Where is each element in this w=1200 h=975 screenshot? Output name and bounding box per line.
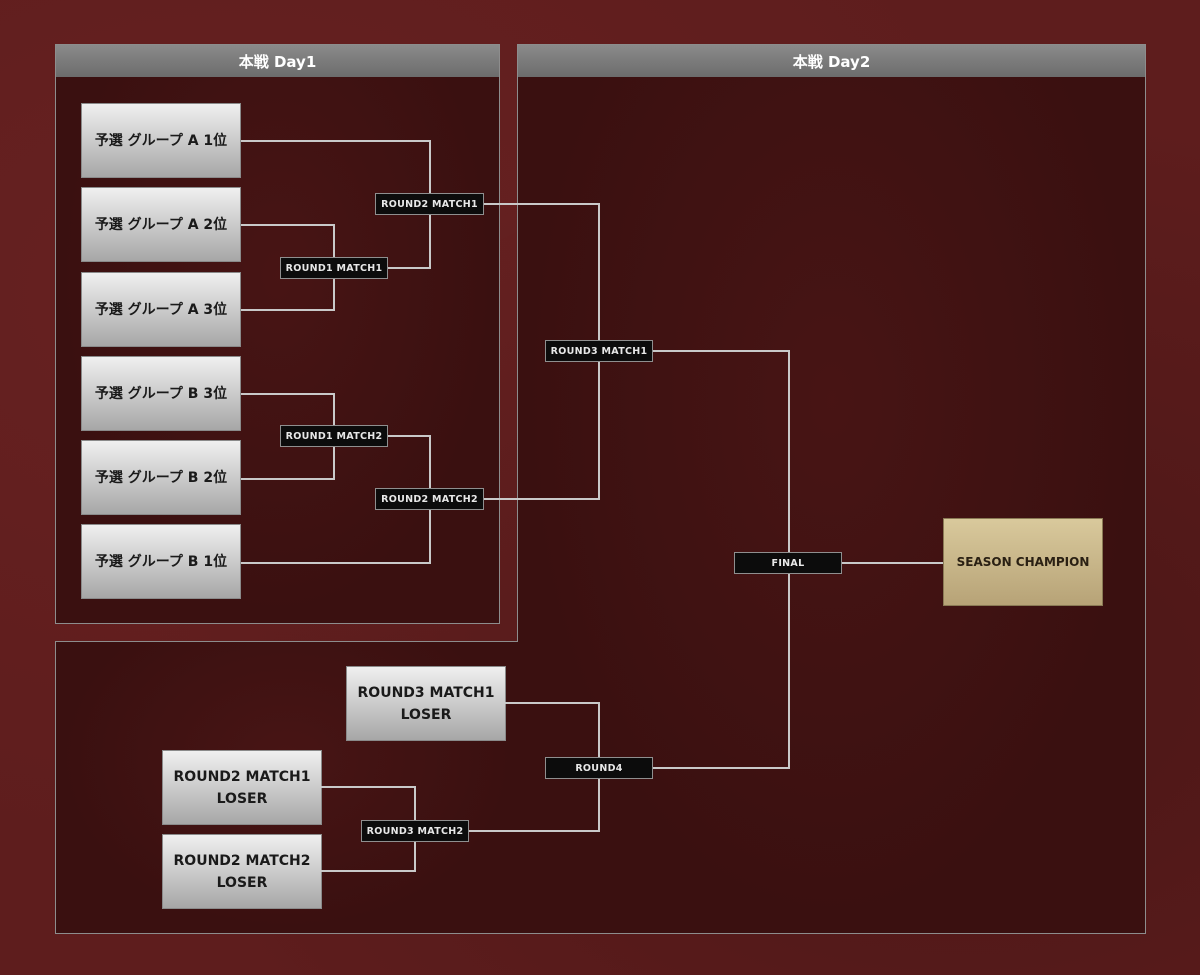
loser-round2-match1: ROUND2 MATCH1 LOSER [162,750,322,825]
day1-header: 本戦 Day1 [56,45,499,77]
line-b2-r1m2 [241,436,335,480]
loser-match-label: ROUND3 MATCH1 [357,684,495,701]
team-label: 予選 グループ A 2位 [94,216,228,233]
day2-panel: 本戦 Day2 [517,44,1146,934]
loser-round2-match2: ROUND2 MATCH2 LOSER [162,834,322,909]
match-round2-match2: ROUND2 MATCH2 [375,488,484,510]
match-final: FINAL [734,552,842,574]
line-r3m2-r4 [469,768,600,832]
match-round2-match1: ROUND2 MATCH1 [375,193,484,215]
loser-text: LOSER [216,874,268,891]
team-group-a-1st: 予選 グループ A 1位 [81,103,241,178]
line-a1-r2m1 [241,140,431,204]
loser-match-label: ROUND2 MATCH1 [173,768,311,785]
team-label: 予選 グループ B 1位 [94,553,228,570]
team-label: 予選 グループ B 2位 [94,469,228,486]
team-group-b-3rd: 予選 グループ B 3位 [81,356,241,431]
line-r4-final [653,563,790,769]
day1-title: 本戦 Day1 [238,52,317,71]
match-round3-match2: ROUND3 MATCH2 [361,820,469,842]
line-r2m2-r3m1 [484,351,600,500]
team-label: 予選 グループ A 1位 [94,132,228,149]
loser-text: LOSER [216,790,268,807]
line-r2m2loser-r3m2 [321,831,416,872]
day2-header: 本戦 Day2 [518,45,1145,77]
match-round1-match1: ROUND1 MATCH1 [280,257,388,279]
line-r2m1-r3m1 [484,203,600,351]
line-r3m1-final [653,350,790,563]
line-b3-r1m2 [241,393,335,436]
line-r3m1loser-r4 [505,702,600,768]
line-a3-r1m1 [241,268,335,311]
match-round4: ROUND4 [545,757,653,779]
team-label: 予選 グループ A 3位 [94,301,228,318]
match-round3-match1: ROUND3 MATCH1 [545,340,653,362]
line-b1-r2m2 [241,499,431,564]
team-label: 予選 グループ B 3位 [94,385,228,402]
line-r2m1loser-r3m2 [321,786,416,831]
season-champion-box: SEASON CHAMPION [943,518,1103,606]
line-a2-r1m1 [241,224,335,268]
loser-text: LOSER [400,706,452,723]
line-r1m2-r2m2 [388,435,431,499]
loser-match-label: ROUND2 MATCH2 [173,852,311,869]
line-r1m1-r2m1 [388,204,431,269]
champion-label: SEASON CHAMPION [956,555,1090,569]
team-group-a-2nd: 予選 グループ A 2位 [81,187,241,262]
day2-title: 本戦 Day2 [792,52,871,71]
match-round1-match2: ROUND1 MATCH2 [280,425,388,447]
team-group-a-3rd: 予選 グループ A 3位 [81,272,241,347]
team-group-b-1st: 予選 グループ B 1位 [81,524,241,599]
team-group-b-2nd: 予選 グループ B 2位 [81,440,241,515]
